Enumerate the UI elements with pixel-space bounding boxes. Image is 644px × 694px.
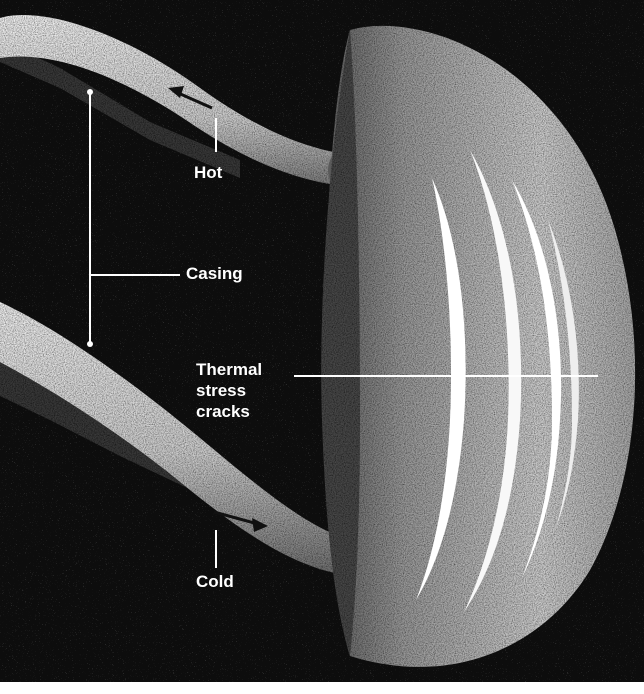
cracks-label: cracks: [196, 402, 250, 421]
casing-bracket-bottom-dot: [87, 341, 93, 347]
hot-label: Hot: [194, 163, 222, 182]
thermal-label: Thermal: [196, 360, 262, 379]
stress-label: stress: [196, 381, 246, 400]
casing-bracket-top-dot: [87, 89, 93, 95]
casing-label: Casing: [186, 264, 243, 283]
cold-label: Cold: [196, 572, 234, 591]
bottom-border: [0, 682, 644, 694]
